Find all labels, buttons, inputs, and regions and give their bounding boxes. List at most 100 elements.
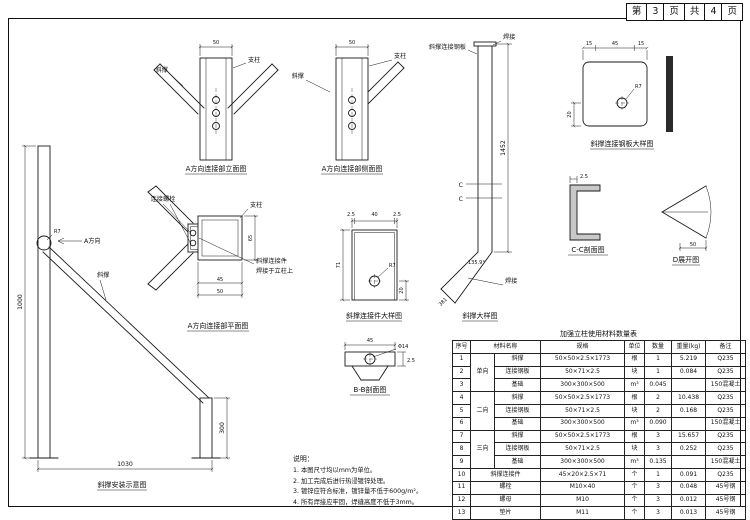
section-c-mark: C xyxy=(459,196,463,203)
cell-group: 三向 xyxy=(470,429,495,469)
cell-qty: 3 xyxy=(644,506,673,520)
column-label: 支柱 xyxy=(250,201,262,209)
cell-qty: 2 xyxy=(644,391,673,405)
view-plate-detail: R7 15 45 15 20 斜撑连接钢板大样图 xyxy=(567,41,673,150)
view-title-cc: C-C剖面图 xyxy=(571,245,604,254)
cell-spec: M11 xyxy=(540,506,626,520)
cell-name: 垫片 xyxy=(469,506,542,520)
dim-2-5: 2.5 xyxy=(393,212,401,218)
view-cc-section: 2.5 C-C剖面图 xyxy=(568,174,608,256)
page-number-box: 第 3 页 共 4 页 xyxy=(625,3,743,21)
view-side: 50 斜撑 支柱 A方向连接部侧面图 xyxy=(292,40,406,175)
dim-71: 71 xyxy=(336,262,342,268)
cell-no: 4 xyxy=(452,391,471,405)
cell-unit: 根 xyxy=(624,391,646,405)
view-installation: R7 A方向 斜撑 1000 300 1030 斜撑安装示意图 xyxy=(17,144,230,491)
cell-name: 斜撑 xyxy=(493,429,542,444)
cell-unit: 根 xyxy=(624,429,646,444)
cell-no: 2 xyxy=(452,365,471,380)
weld-label: 焊接 xyxy=(505,277,517,285)
view-title-plan: A方向连接部平面图 xyxy=(188,321,249,330)
brace-label: 斜撑 xyxy=(156,66,168,74)
cell-unit: 块 xyxy=(624,442,646,457)
cell-weight xyxy=(671,378,707,393)
note-item: 3. 镀锌应符合标准，镀锌量不低于600g/m²。 xyxy=(293,488,423,496)
cell-no: 7 xyxy=(452,429,471,444)
cell-name: 基础 xyxy=(493,455,542,469)
cell-note: 45号钢 xyxy=(705,506,747,520)
cell-group: 二向 xyxy=(470,391,495,431)
cell-qty: 1 xyxy=(644,467,673,482)
cell-spec: 50×50×2.5×1773 xyxy=(540,391,626,405)
cell-unit: 个 xyxy=(624,480,646,495)
cell-unit: m³ xyxy=(624,416,646,431)
view-brace-detail: 斜撑连接钢板 焊接 1452 C C 135.9° 381 焊接 斜撑大样图 xyxy=(429,33,517,322)
cell-spec: 300×300×500 xyxy=(540,416,626,431)
column-label: 支柱 xyxy=(394,52,406,60)
bolt-label: 连接螺栓 xyxy=(151,195,176,203)
dim-45: 45 xyxy=(612,41,618,47)
cell-no: 12 xyxy=(452,493,471,508)
cell-note: Q235 xyxy=(705,442,747,457)
cell-note: 150混凝土 xyxy=(705,378,747,393)
dim-r7: R7 xyxy=(389,263,396,269)
cell-spec: 50×71×2.5 xyxy=(540,403,626,418)
cell-weight: 0.091 xyxy=(671,467,707,482)
dim-2-5: 2.5 xyxy=(407,358,415,364)
cell-qty: 0.090 xyxy=(644,416,673,431)
cell-unit: 根 xyxy=(624,352,646,367)
cell-qty: 3 xyxy=(644,493,673,508)
dim-45: 45 xyxy=(217,277,223,283)
cell-note: 45号钢 xyxy=(705,493,747,508)
column-label: 支柱 xyxy=(248,56,260,64)
cell-weight xyxy=(671,455,707,469)
cell-weight: 15.657 xyxy=(671,429,707,444)
dim-50: 50 xyxy=(349,40,355,46)
brace-label: 斜撑 xyxy=(97,271,109,279)
cell-note: Q235 xyxy=(705,429,747,444)
view-title-installation: 斜撑安装示意图 xyxy=(98,480,147,489)
dim-50: 50 xyxy=(217,289,223,295)
cell-name: 连接钢板 xyxy=(493,365,542,380)
cell-note: 150混凝土 xyxy=(705,455,747,469)
cell-weight: 0.012 xyxy=(671,493,707,508)
dim-1000: 1000 xyxy=(17,294,24,310)
cell-name: 斜撑连接件 xyxy=(469,467,542,482)
cell-no: 6 xyxy=(452,416,471,431)
view-title-connector: 斜撑连接件大样图 xyxy=(346,311,402,320)
cell-unit: 块 xyxy=(624,365,646,380)
cell-spec: 50×71×2.5 xyxy=(540,365,626,380)
cell-spec: M10×40 xyxy=(540,480,626,495)
cell-spec: 45×20×2.5×71 xyxy=(540,467,626,482)
cell-spec: M10 xyxy=(540,493,626,508)
cell-note: Q235 xyxy=(705,365,747,380)
cell-no: 3 xyxy=(452,378,471,393)
cell-name: 连接钢板 xyxy=(493,442,542,457)
dim-20: 20 xyxy=(567,111,573,117)
dim-1452: 1452 xyxy=(500,140,507,156)
cell-unit: 个 xyxy=(624,467,646,482)
cell-name: 连接钢板 xyxy=(493,403,542,418)
view-title-d: D展开图 xyxy=(673,256,699,264)
dim-angle: 135.9° xyxy=(468,260,485,266)
page-number-cell: 3 xyxy=(646,4,663,20)
view-title-side: A方向连接部侧面图 xyxy=(322,164,383,173)
view-title-brace: 斜撑大样图 xyxy=(463,311,498,320)
dim-phi14: Φ14 xyxy=(398,344,408,350)
cell-unit: m³ xyxy=(624,455,646,469)
dim-20: 20 xyxy=(399,287,405,293)
view-title-plate: 斜撑连接钢板大样图 xyxy=(591,139,654,148)
cell-no: 13 xyxy=(452,506,471,520)
cell-note: Q235 xyxy=(705,352,747,367)
dim-15: 15 xyxy=(638,41,644,47)
note-item: 1. 本图尺寸均以mm为单位。 xyxy=(293,467,377,475)
